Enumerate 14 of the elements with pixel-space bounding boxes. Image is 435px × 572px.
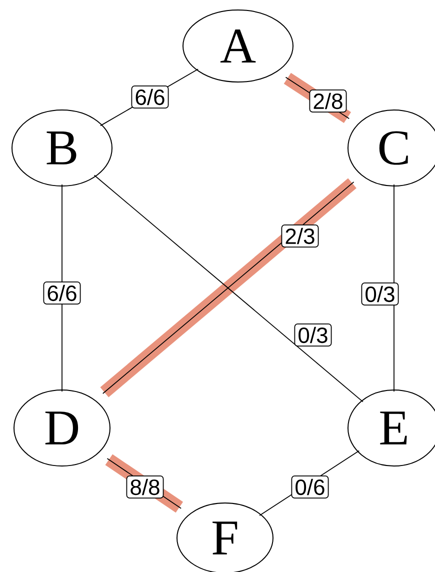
edge-label: 0/3 (361, 282, 399, 306)
edge-label: 0/6 (291, 475, 329, 499)
edge-label: 0/3 (294, 323, 332, 347)
edge-label: 6/6 (43, 281, 81, 305)
graph-node: E (348, 390, 435, 466)
graph-node: A (182, 10, 294, 82)
edge-label: 2/8 (309, 89, 347, 113)
graph-node: C (348, 110, 435, 186)
edge-label: 6/6 (131, 85, 169, 109)
graph-node: D (14, 390, 110, 466)
graph-node: F (176, 502, 274, 572)
edge-label: 8/8 (126, 475, 164, 499)
graph-node: B (12, 110, 112, 186)
edge-label: 2/3 (281, 224, 319, 248)
